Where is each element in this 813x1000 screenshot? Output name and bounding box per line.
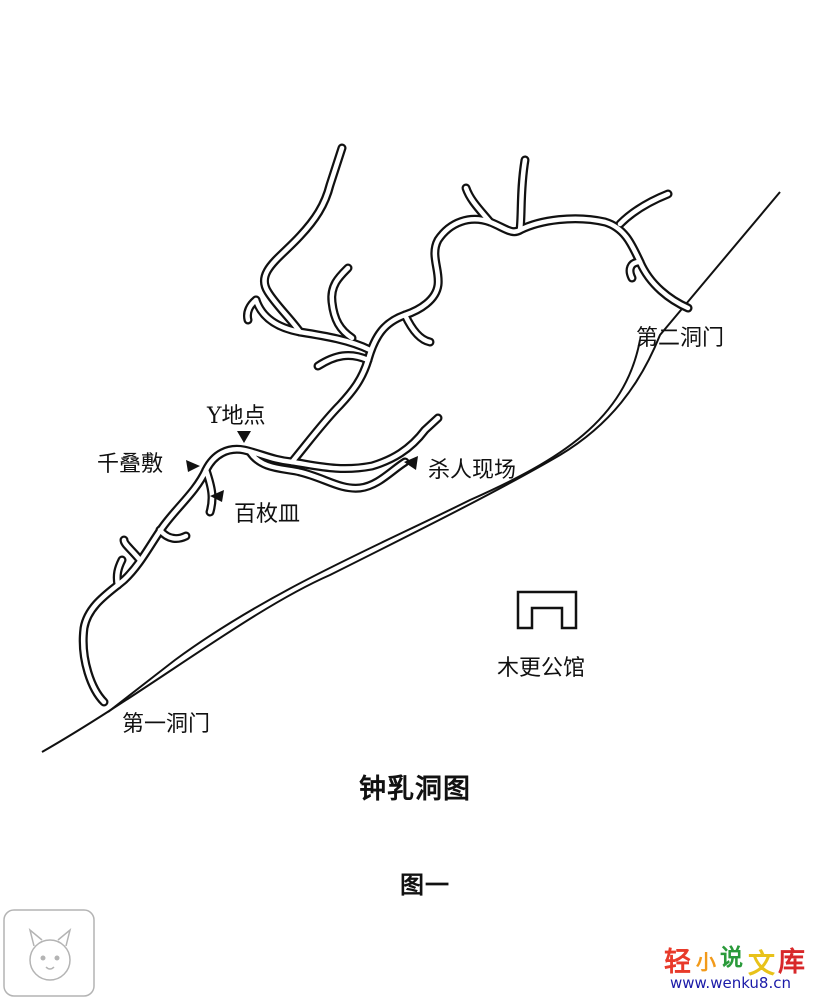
label-murder-scene: 杀人现场 — [428, 458, 517, 483]
label-hyakumaizara: 百枚皿 — [234, 502, 301, 527]
cave-passages — [78, 143, 693, 707]
cliff-line — [107, 339, 641, 713]
label-senjojiki: 千叠敷 — [97, 452, 164, 477]
y-point-arrowhead-icon — [237, 431, 251, 443]
murder-scene-arrowhead-icon — [404, 456, 418, 470]
map-title: 钟乳洞图 — [359, 774, 471, 805]
label-first-entrance: 第一洞门 — [122, 712, 211, 737]
watermark-url: www.wenku8.cn — [670, 974, 791, 992]
coastline-line — [41, 191, 781, 753]
watermark-char-4: 文 — [748, 949, 775, 980]
watermark-char-1: 轻 — [664, 947, 691, 978]
watermark-logo: 轻 小 说 文 库 www.wenku8.cn — [656, 938, 813, 1000]
watermark-char-5: 库 — [778, 947, 805, 978]
mansion-building-icon — [516, 590, 578, 630]
senjojiki-arrowhead-icon — [186, 460, 200, 472]
watermark-char-2: 小 — [696, 950, 716, 974]
label-y-point: Y地点 — [207, 404, 266, 429]
label-mansion: 木更公馆 — [497, 656, 586, 681]
label-second-entrance: 第二洞门 — [636, 326, 725, 351]
figure-label: 图一 — [400, 870, 450, 899]
watermark-char-3: 说 — [720, 945, 743, 971]
hyakumaizara-arrowhead-icon — [210, 490, 224, 502]
cat-logo-icon — [3, 909, 95, 997]
